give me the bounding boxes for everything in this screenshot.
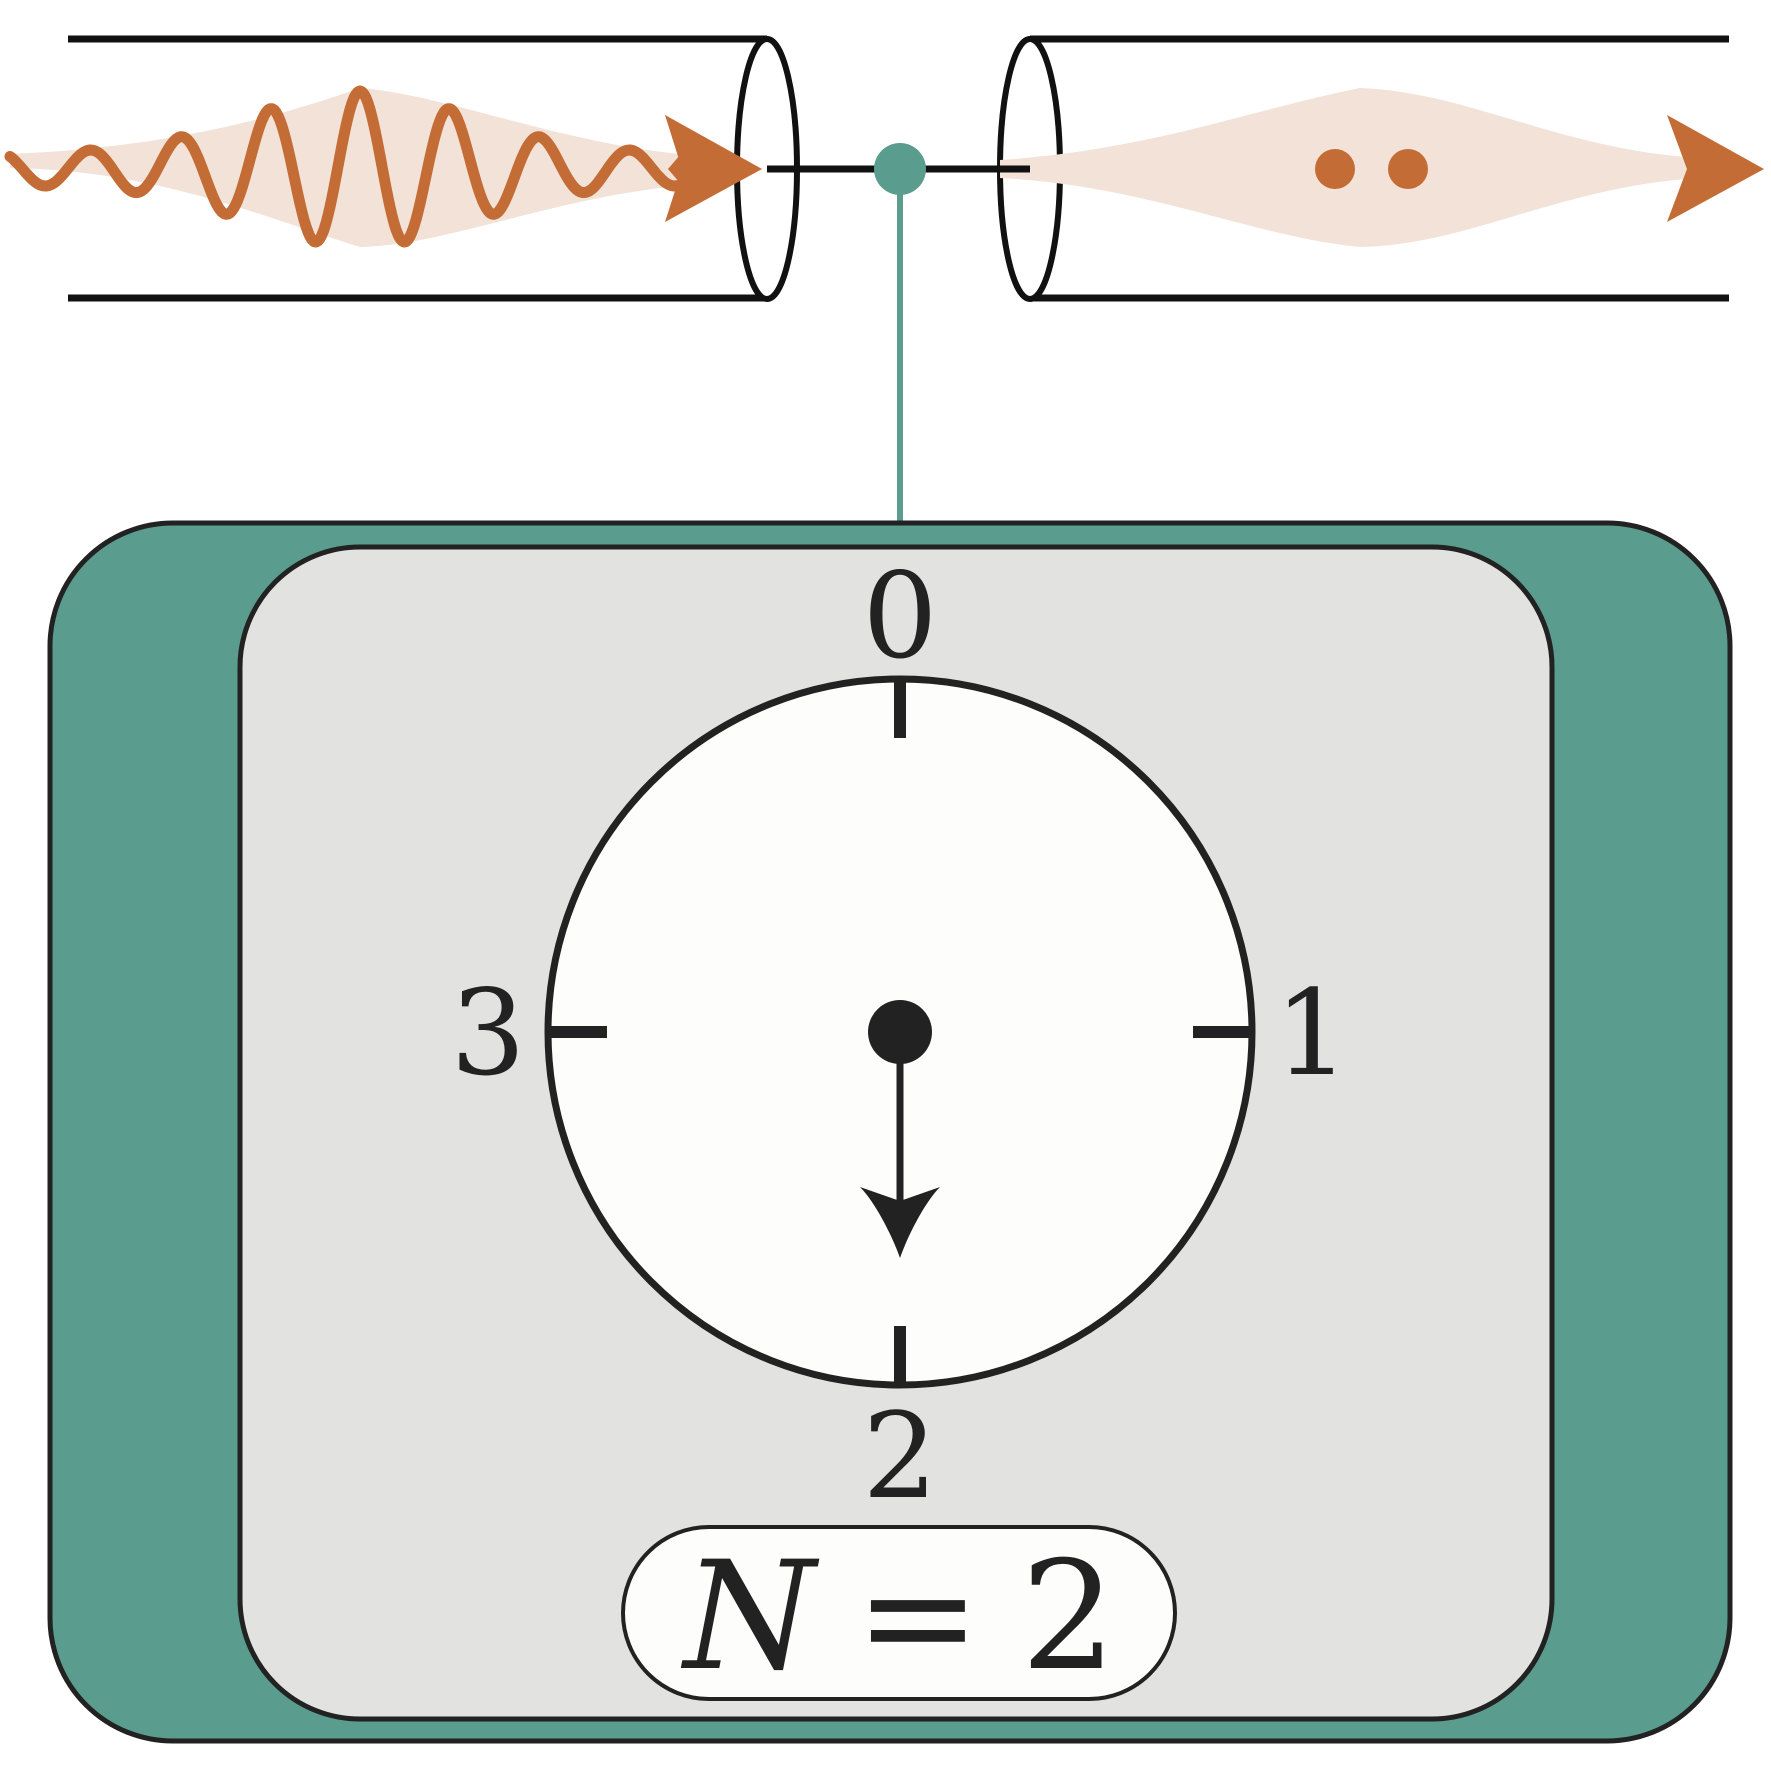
- dial-label-2: 2: [862, 1387, 937, 1525]
- dial-label-3: 3: [450, 964, 525, 1102]
- photon-count-pill: [621, 1525, 1177, 1701]
- photon-count-symbol: N: [681, 1530, 820, 1704]
- photon-counter-dial: 0 1 2 3: [450, 547, 1349, 1525]
- input-wave-packet: [4, 85, 686, 248]
- output-photon: [1388, 149, 1428, 189]
- dial-pivot: [868, 1000, 932, 1064]
- photon-count-equation: N=2: [681, 1530, 1116, 1704]
- photon-count-badge: N=2: [621, 1525, 1177, 1704]
- dial-label-1: 1: [1274, 964, 1349, 1102]
- dial-pointer: [860, 1000, 940, 1258]
- output-photon: [1315, 149, 1355, 189]
- quantum-emitter-dot: [874, 143, 926, 195]
- photon-count-value: 2: [1021, 1530, 1116, 1704]
- dial-pointer-head: [860, 1187, 940, 1258]
- output-arrow-head: [1667, 115, 1764, 222]
- input-pulse-envelope: [10, 88, 700, 247]
- dial-label-0: 0: [862, 547, 937, 685]
